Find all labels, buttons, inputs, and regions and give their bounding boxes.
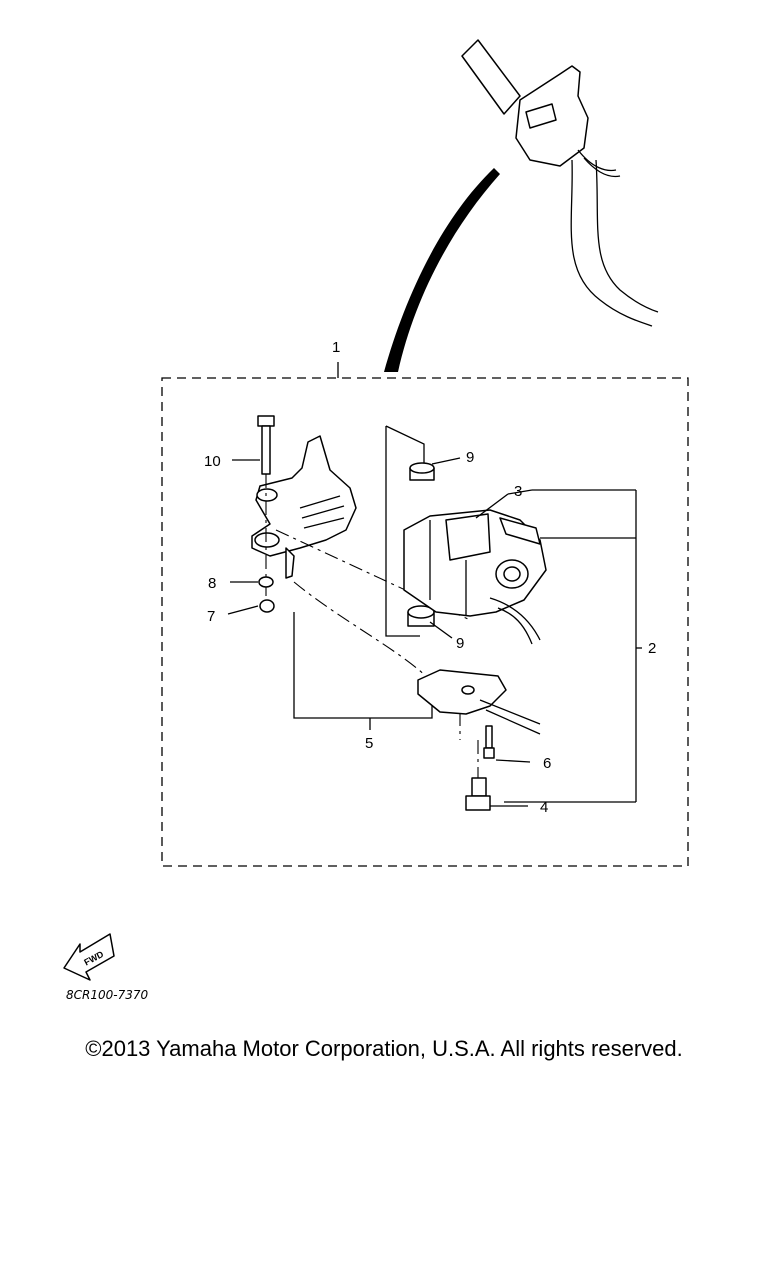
parts-diagram: 1 2 3 4 5 6 7 8 9 9 10 FWD xyxy=(63,39,689,981)
copyright-notice: ©2013 Yamaha Motor Corporation, U.S.A. A… xyxy=(85,1036,683,1061)
callout-5: 5 xyxy=(365,735,373,752)
pointer-arrow xyxy=(384,168,500,372)
handlebar xyxy=(461,39,659,327)
callout-2: 2 xyxy=(648,640,656,657)
bolt-4 xyxy=(465,777,491,811)
callout-10: 10 xyxy=(204,453,221,470)
group-bracket-5 xyxy=(293,612,433,719)
cable-guide-5 xyxy=(417,669,541,735)
diagram-code: 8CR100-7370 xyxy=(66,988,149,1002)
washer-7 xyxy=(259,599,275,613)
callout-8: 8 xyxy=(208,575,216,592)
fwd-arrow-icon: FWD xyxy=(63,933,115,981)
grommet-9-top xyxy=(409,462,435,481)
assembly-boundary xyxy=(161,377,689,867)
throttle-lever xyxy=(251,435,357,579)
callout-7: 7 xyxy=(207,608,215,625)
callout-9-top: 9 xyxy=(466,449,474,466)
callout-3: 3 xyxy=(514,483,522,500)
grommet-9-bottom xyxy=(407,605,435,627)
callout-1: 1 xyxy=(332,339,340,356)
callout-4: 4 xyxy=(540,799,548,816)
callout-9-bottom: 9 xyxy=(456,635,464,652)
switch-body-3 xyxy=(403,509,547,645)
bolt-10 xyxy=(257,415,275,475)
screw-6 xyxy=(483,725,495,759)
group-bracket-2 xyxy=(504,489,642,803)
callout-6: 6 xyxy=(543,755,551,772)
washer-8 xyxy=(258,576,274,588)
